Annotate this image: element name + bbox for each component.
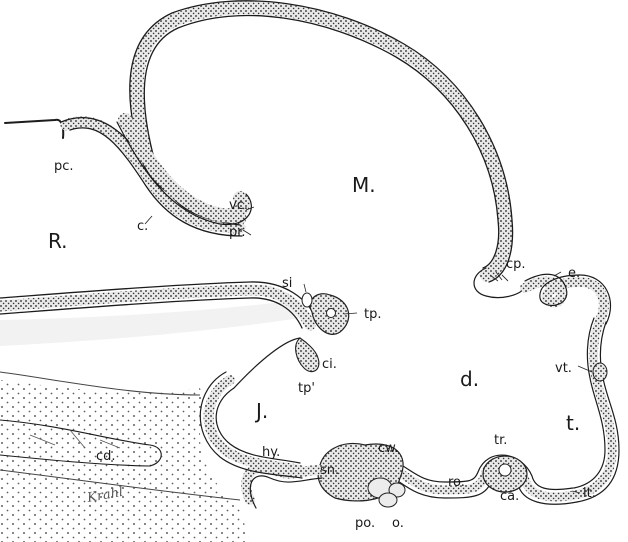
label-tr: tr. xyxy=(494,433,507,448)
label-sn: sn. xyxy=(320,463,339,478)
label-ro: ro. xyxy=(448,475,465,490)
label-t: t. xyxy=(566,411,580,435)
label-cp: cp. xyxy=(506,257,526,272)
label-vc: vc. xyxy=(229,198,248,213)
label-M: M. xyxy=(352,173,376,197)
telencephalon-wall xyxy=(574,318,619,502)
mesencephalon-wall xyxy=(130,1,513,282)
label-R: R. xyxy=(48,229,68,253)
label-d: d. xyxy=(460,367,479,391)
label-J: J. xyxy=(254,399,268,423)
label-ca: ca. xyxy=(500,489,519,504)
label-ci: ci. xyxy=(322,357,337,372)
label-c: c. xyxy=(137,219,148,234)
label-pr: pr. xyxy=(229,225,246,240)
label-cw: cw. xyxy=(378,441,399,456)
label-cd: cd. xyxy=(96,449,116,464)
ventral-wall xyxy=(200,338,302,478)
label-o: o. xyxy=(392,516,404,531)
label-hy: hy. xyxy=(262,445,280,460)
label-po: po. xyxy=(355,516,375,531)
label-e: e. xyxy=(568,266,580,281)
brain-floor xyxy=(246,444,577,508)
label-tp-prime: tp' xyxy=(298,381,315,396)
label-pc: pc. xyxy=(54,159,74,174)
label-lt: lt. xyxy=(583,486,596,501)
label-si: si xyxy=(282,276,292,291)
label-vt: vt. xyxy=(555,361,572,376)
label-tp: tp. xyxy=(364,307,381,322)
